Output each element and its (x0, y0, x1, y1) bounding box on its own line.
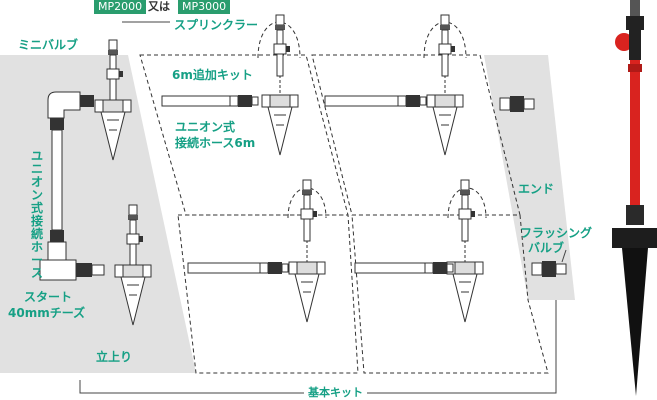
tee-stake-ext-3 (288, 261, 326, 323)
basic-kit-panel-left (0, 55, 196, 373)
start-tee-label-2: 40mmチーズ (8, 306, 86, 320)
extension-kit-zone-4 (351, 214, 549, 374)
union-hose-6m-label-1: ユニオン式 (175, 120, 236, 134)
union-hose-vertical-label: ユニオン式接続ホース (30, 149, 43, 280)
model-badge-mp2000: MP2000 (94, 0, 147, 14)
tee-stake-ext-2 (426, 94, 464, 156)
riser-label: 立上り (96, 350, 133, 364)
hose-ext-upper (161, 94, 427, 108)
basic-kit-label: 基本キット (304, 386, 367, 400)
union-hose-6m-label-2: 接続ホース6m (175, 136, 256, 150)
or-label: 又は (148, 0, 170, 13)
tee-stake-ext-1 (261, 94, 299, 156)
sprinkler-head-ext-1 (273, 14, 291, 77)
riser-photo (612, 0, 657, 396)
sprinkler-head-ext-3 (300, 179, 318, 242)
flushing-valve-label-1: フラッシング (520, 226, 593, 240)
union-hose-vertical (50, 118, 64, 242)
end-cap (499, 96, 535, 112)
mini-valve-label: ミニバルブ (18, 38, 79, 52)
elbow-fitting (47, 91, 94, 119)
sprinkler-head-ext-2 (438, 14, 456, 77)
basic-kit-panel-right (484, 55, 575, 300)
start-tee-40mm (39, 241, 105, 281)
sprinkler-label: スプリンクラー (174, 18, 259, 32)
end-label: エンド (518, 182, 555, 196)
hose-ext-lower (187, 261, 454, 275)
flushing-valve-label-2: バルブ (528, 241, 565, 255)
start-tee-label-1: スタート (24, 290, 73, 304)
extension-kit-zone-3 (177, 214, 359, 374)
extension-kit-label: 6m追加キット (172, 68, 253, 82)
flushing-valve (531, 261, 567, 277)
model-badge-mp3000: MP3000 (178, 0, 231, 14)
leader-flushing (561, 249, 567, 263)
